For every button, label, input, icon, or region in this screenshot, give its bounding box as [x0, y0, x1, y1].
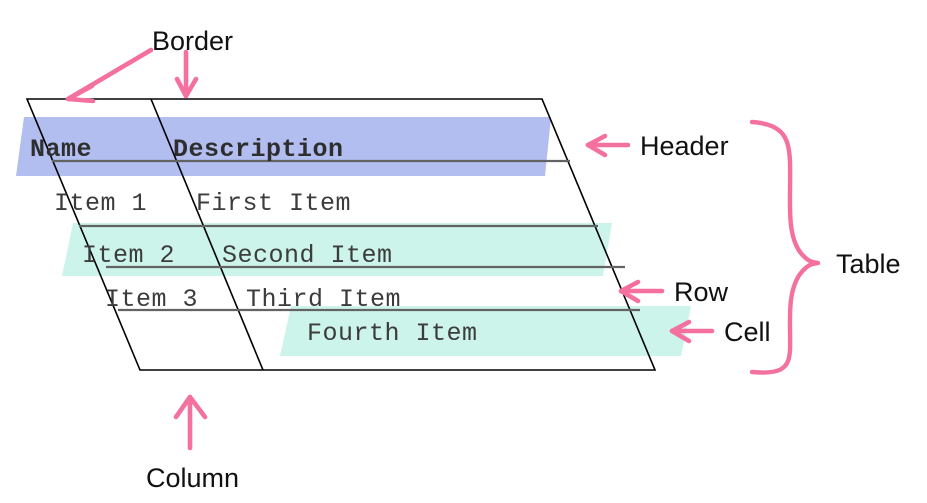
- table-text: Name Description Item 1 First Item Item …: [30, 135, 478, 348]
- label-header: Header: [640, 131, 729, 161]
- column-arrow: [173, 394, 208, 451]
- label-row: Row: [674, 277, 729, 307]
- cell-name-row-1: Item 1: [54, 189, 147, 218]
- cell-highlight-band: [280, 306, 691, 356]
- floating-cell-text: Fourth Item: [307, 319, 478, 348]
- cell-name-row-2: Item 2: [82, 241, 175, 270]
- cell-name-row-3: Item 3: [105, 285, 198, 314]
- cell-description-row-3: Third Item: [246, 285, 401, 314]
- label-column: Column: [146, 463, 239, 493]
- row-separator-rules: [52, 159, 640, 312]
- label-cell: Cell: [724, 317, 771, 347]
- row-arrow: [618, 279, 665, 304]
- label-table: Table: [836, 249, 901, 279]
- header-cell-name: Name: [30, 135, 92, 164]
- cell-description-row-1: First Item: [196, 189, 351, 218]
- column-divider-line: [150, 98, 264, 371]
- table-border-outline: [25, 98, 657, 371]
- annotation-arrows: [65, 47, 821, 451]
- header-cell-description: Description: [173, 135, 344, 164]
- annotation-labels: Border Header Row Cell Table Column: [146, 26, 901, 493]
- label-border: Border: [152, 26, 233, 56]
- border-arrow-vertical: [174, 49, 199, 99]
- cell-description-row-2: Second Item: [222, 241, 393, 270]
- row-highlight-band: [62, 223, 612, 276]
- table-brace: [749, 119, 821, 375]
- border-arrow-diagonal: [65, 47, 154, 104]
- header-arrow: [585, 133, 631, 158]
- cell-arrow: [669, 319, 715, 344]
- table-outline-group: [25, 98, 657, 371]
